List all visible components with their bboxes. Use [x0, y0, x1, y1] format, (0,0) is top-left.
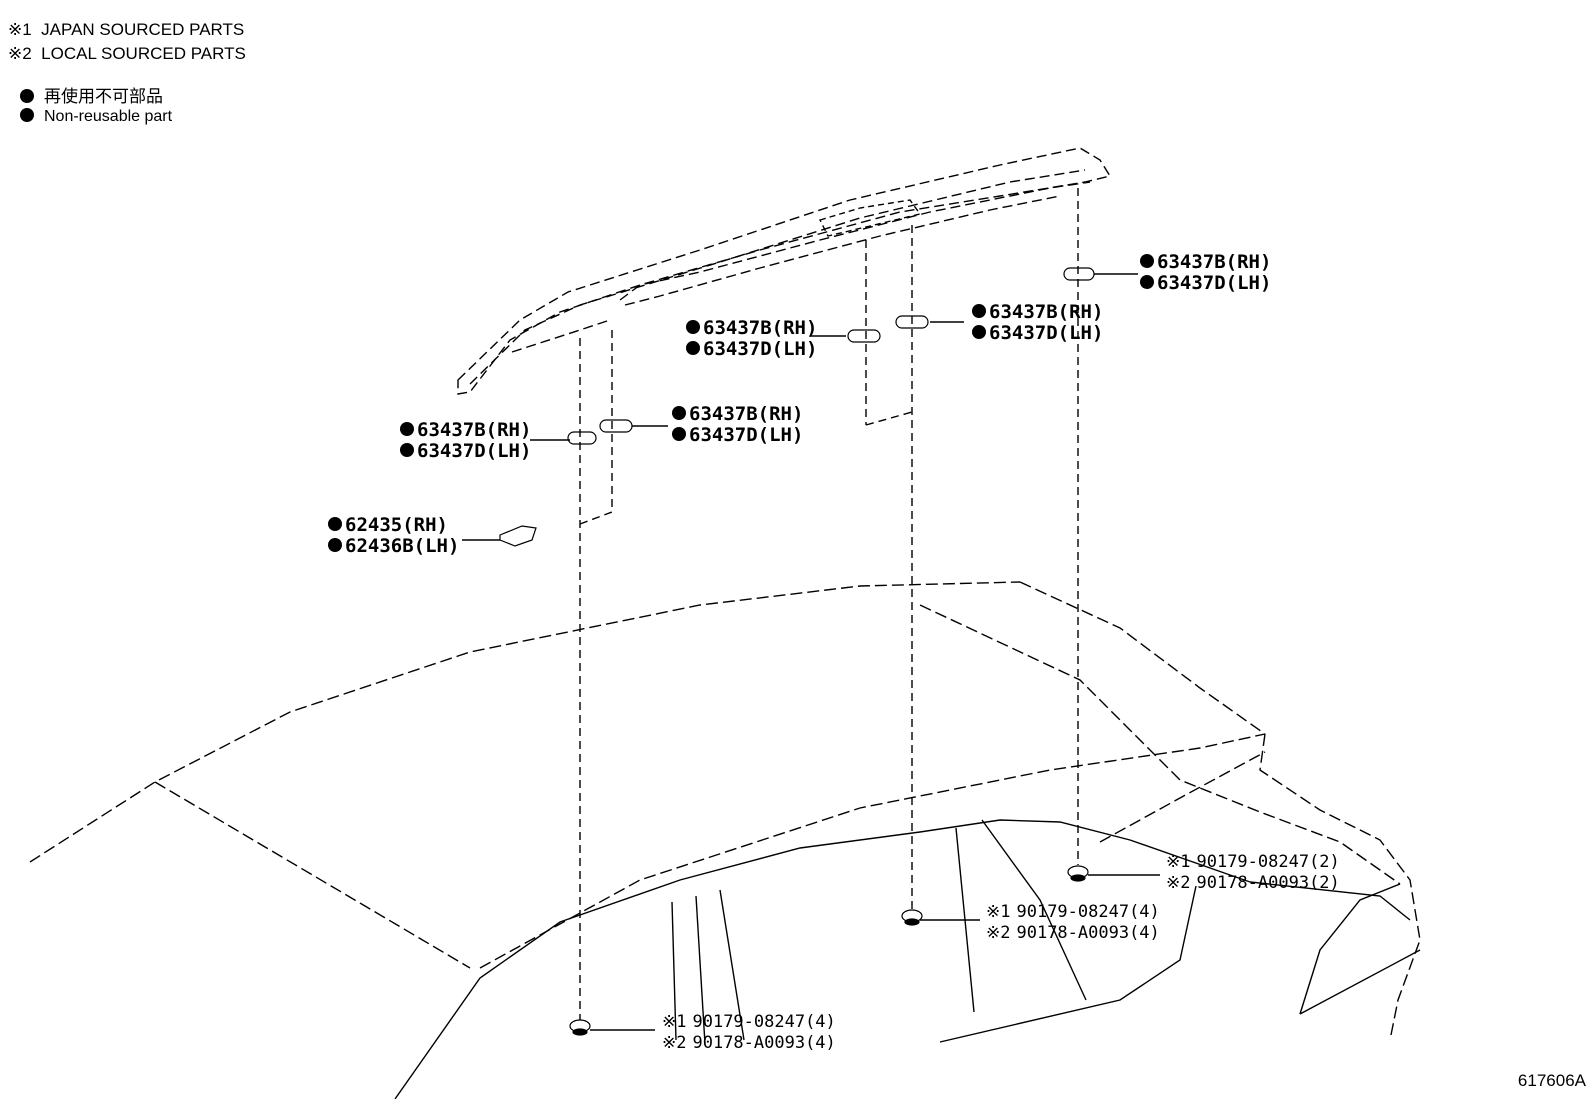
legend-nonreusable-jp: 再使用不可部品: [20, 82, 163, 107]
part-number: 63437D(LH): [689, 424, 804, 446]
part-number: 62435(RH): [345, 514, 448, 536]
fastener-number: 90178-A0093(2): [1196, 873, 1340, 893]
part-number: 63437B(RH): [689, 403, 804, 425]
drawing-code: 617606A: [1517, 1071, 1586, 1090]
nonreusable-bullet-icon: [400, 443, 414, 457]
clip-callout-left-b: 63437B(RH) 63437D(LH): [672, 404, 803, 446]
legend-nonreusable-en: Non-reusable part: [20, 108, 172, 126]
legend-note-2: ※2 LOCAL SOURCED PARTS: [8, 44, 246, 64]
part-number: 63437D(LH): [989, 322, 1104, 344]
fastener-number: 90178-A0093(4): [692, 1033, 836, 1053]
vehicle-body: [29, 581, 1421, 1041]
note-mark: ※2: [1166, 873, 1191, 893]
clip-callout-mid-right: 63437B(RH) 63437D(LH): [972, 302, 1103, 344]
legend-note-1: ※1 JAPAN SOURCED PARTS: [8, 20, 244, 40]
nonreusable-bullet-icon: [328, 538, 342, 552]
nonreusable-bullet-icon: [328, 517, 342, 531]
clip-callout-left-a: 63437B(RH) 63437D(LH): [400, 420, 531, 462]
nonreusable-bullet-icon: [972, 325, 986, 339]
note-mark: ※2: [662, 1033, 687, 1053]
nonreusable-bullet-icon: [972, 304, 986, 318]
nonreusable-bullet-icon: [686, 320, 700, 334]
part-number: 63437B(RH): [703, 317, 818, 339]
fastener-number: 90179-08247(2): [1196, 852, 1340, 872]
part-number: 62436B(LH): [345, 535, 460, 557]
note-mark: ※1: [662, 1012, 687, 1032]
nonreusable-bullet-icon: [1140, 275, 1154, 289]
note-2-mark: ※2: [8, 44, 32, 63]
part-number: 63437B(RH): [989, 301, 1104, 323]
part-number: 63437B(RH): [417, 419, 532, 441]
leader-lines: [462, 273, 1160, 1031]
note-mark: ※1: [986, 902, 1011, 922]
cover-callout: 62435(RH) 62436B(LH): [328, 515, 459, 557]
note-mark: ※1: [1166, 852, 1191, 872]
vehicle-body-solid: [394, 819, 1421, 1099]
note-1-mark: ※1: [8, 20, 32, 39]
alignment-lines: [579, 188, 1079, 1020]
nut-parts: [569, 865, 1089, 1036]
roof-rail: [457, 147, 1112, 395]
fastener-number: 90179-08247(4): [1016, 902, 1160, 922]
part-number: 63437D(LH): [1157, 272, 1272, 294]
part-number: 63437B(RH): [1157, 251, 1272, 273]
note-1-text: JAPAN SOURCED PARTS: [41, 20, 245, 39]
nonreusable-bullet-icon: [400, 422, 414, 436]
note-mark: ※2: [986, 923, 1011, 943]
fastener-number: 90178-A0093(4): [1016, 923, 1160, 943]
part-number: 63437D(LH): [703, 338, 818, 360]
bullet-icon: [20, 89, 34, 103]
bullet-icon: [20, 108, 34, 122]
note-2-text: LOCAL SOURCED PARTS: [41, 44, 246, 63]
nonreusable-bullet-icon: [672, 427, 686, 441]
fastener-number: 90179-08247(4): [692, 1012, 836, 1032]
nonreusable-bullet-icon: [686, 341, 700, 355]
nonreusable-bullet-icon: [672, 406, 686, 420]
clip-parts: [499, 267, 1095, 547]
nonreusable-jp-text: 再使用不可部品: [44, 87, 163, 106]
part-number: 63437D(LH): [417, 440, 532, 462]
nonreusable-bullet-icon: [1140, 254, 1154, 268]
clip-callout-mid-left: 63437B(RH) 63437D(LH): [686, 318, 817, 360]
nonreusable-en-text: Non-reusable part: [44, 108, 173, 125]
clip-callout-right: 63437B(RH) 63437D(LH): [1140, 252, 1271, 294]
